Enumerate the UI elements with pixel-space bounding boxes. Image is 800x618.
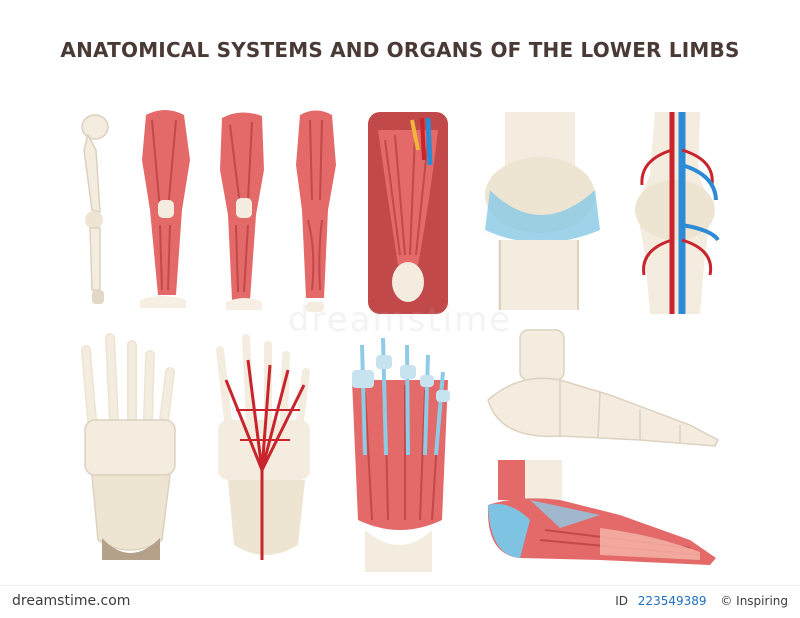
footer-logo: dreamstime.com xyxy=(12,593,131,609)
knee-vessels-icon xyxy=(635,112,720,314)
leg-muscles-back-icon xyxy=(296,110,336,312)
footer-credit: © Inspiring xyxy=(720,594,788,608)
foot-side-muscles-icon xyxy=(487,460,716,565)
watermark: dreamstime xyxy=(287,300,513,340)
footer-id: ID 223549389 © Inspiring xyxy=(615,594,788,608)
footer-id-label: ID xyxy=(615,594,628,608)
leg-bones-icon xyxy=(81,114,109,304)
thigh-muscle-icon xyxy=(368,112,448,314)
foot-tendons-icon xyxy=(352,337,450,572)
knee-joint-icon xyxy=(485,112,600,310)
page-title: ANATOMICAL SYSTEMS AND ORGANS OF THE LOW… xyxy=(60,38,740,62)
foot-arteries-icon xyxy=(216,334,310,560)
leg-muscles-front-icon xyxy=(140,110,190,308)
leg-muscles-side-icon xyxy=(220,112,264,310)
footer-id-value: 223549389 xyxy=(637,594,707,608)
footer-bar: dreamstime.com ID 223549389 © Inspiring xyxy=(0,585,800,618)
foot-bones-icon xyxy=(81,333,176,560)
foot-side-bones-icon xyxy=(487,329,719,447)
